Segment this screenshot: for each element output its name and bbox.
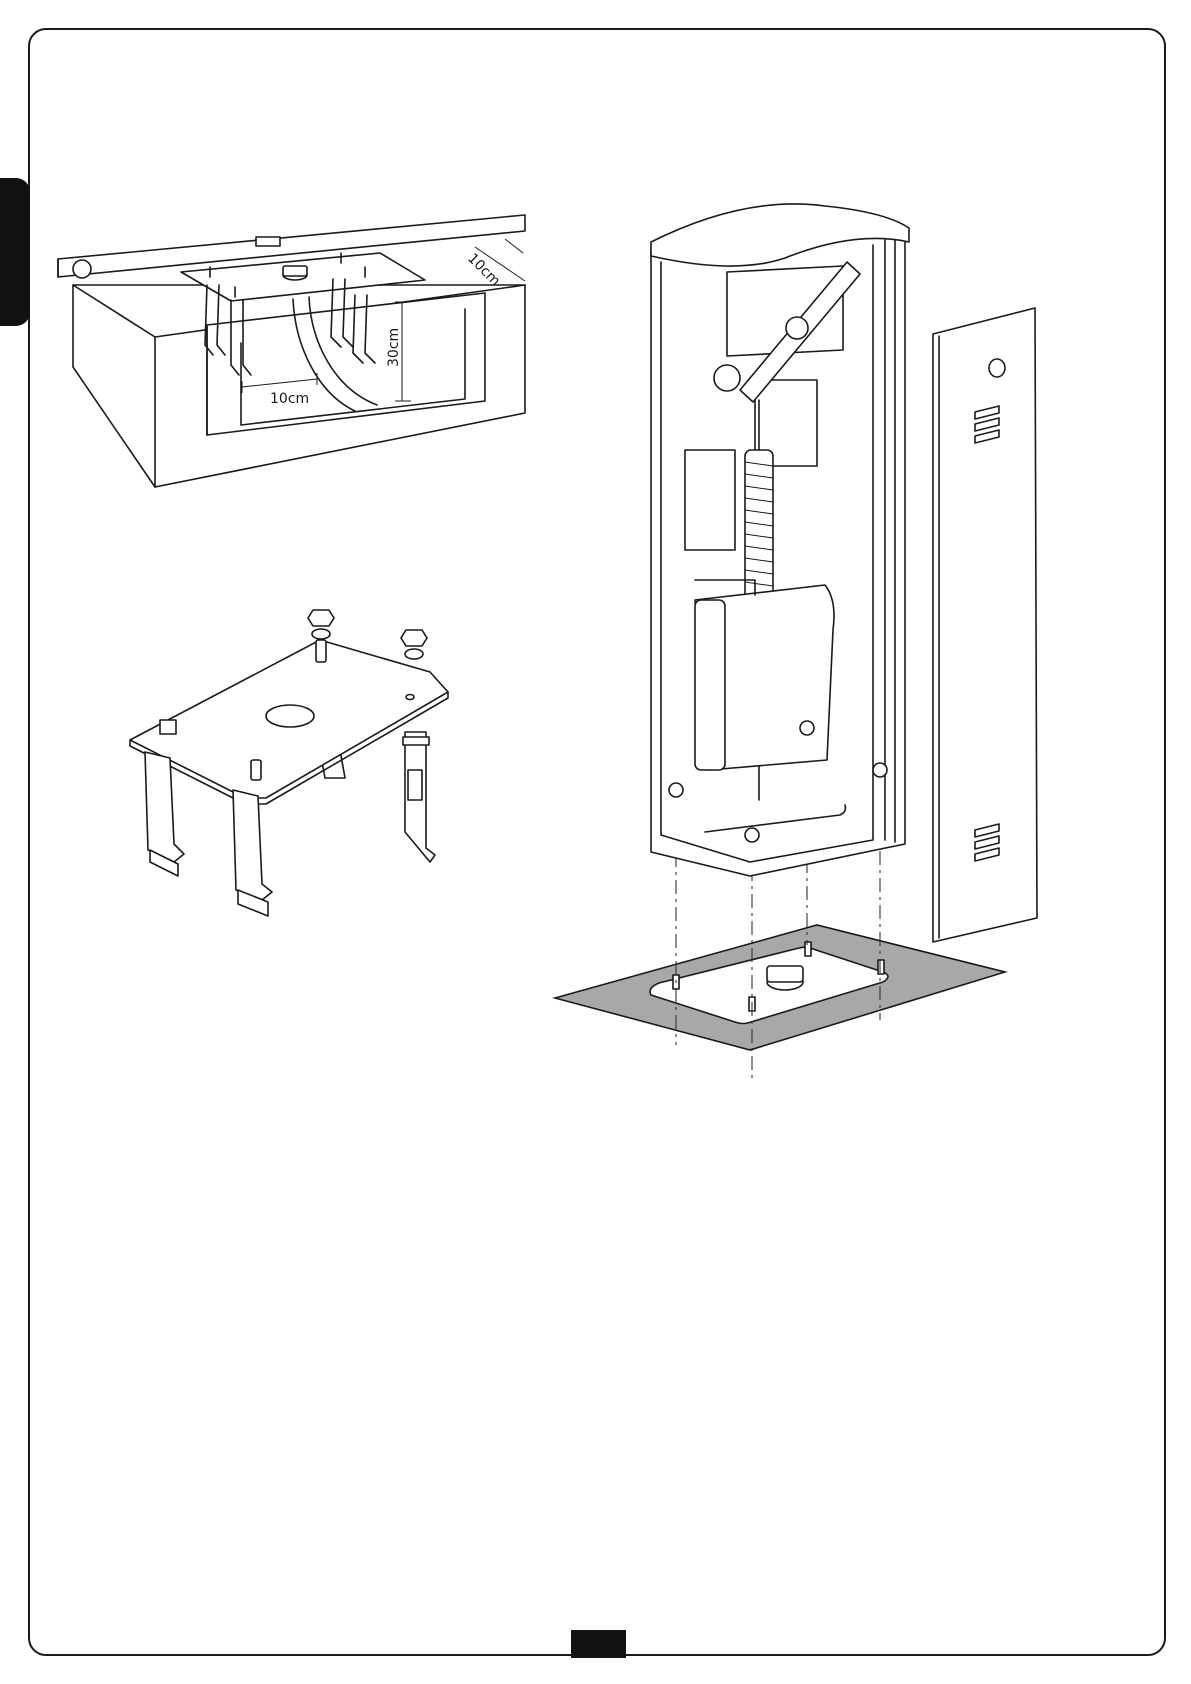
electronic-board bbox=[685, 450, 735, 550]
dim-edge-offset: 10cm bbox=[464, 251, 503, 290]
page-number bbox=[571, 1630, 626, 1658]
vent-slots-top bbox=[975, 406, 999, 443]
foundation-plate-assembly bbox=[130, 600, 470, 945]
nut-washer-right bbox=[401, 630, 427, 659]
leg-bolt bbox=[408, 770, 422, 800]
barrier-cabinet-assembly bbox=[555, 200, 1045, 1090]
beam-clamp bbox=[256, 237, 280, 246]
beam-hole bbox=[73, 260, 91, 278]
dim-pipe-offset: 10cm bbox=[270, 391, 309, 407]
anchor-leg-front bbox=[233, 790, 272, 900]
plate-center-hole bbox=[266, 705, 314, 727]
excavation-diagram: 10cm 30cm 10cm bbox=[55, 225, 595, 495]
vent-slots-bottom bbox=[975, 824, 999, 861]
anchor-leg-left bbox=[145, 752, 184, 862]
nut-washer-top bbox=[308, 610, 334, 639]
language-side-tab bbox=[0, 178, 30, 326]
dim-depth: 30cm bbox=[386, 328, 402, 367]
cover-lock bbox=[989, 359, 1005, 377]
fixing-nut bbox=[669, 783, 683, 797]
